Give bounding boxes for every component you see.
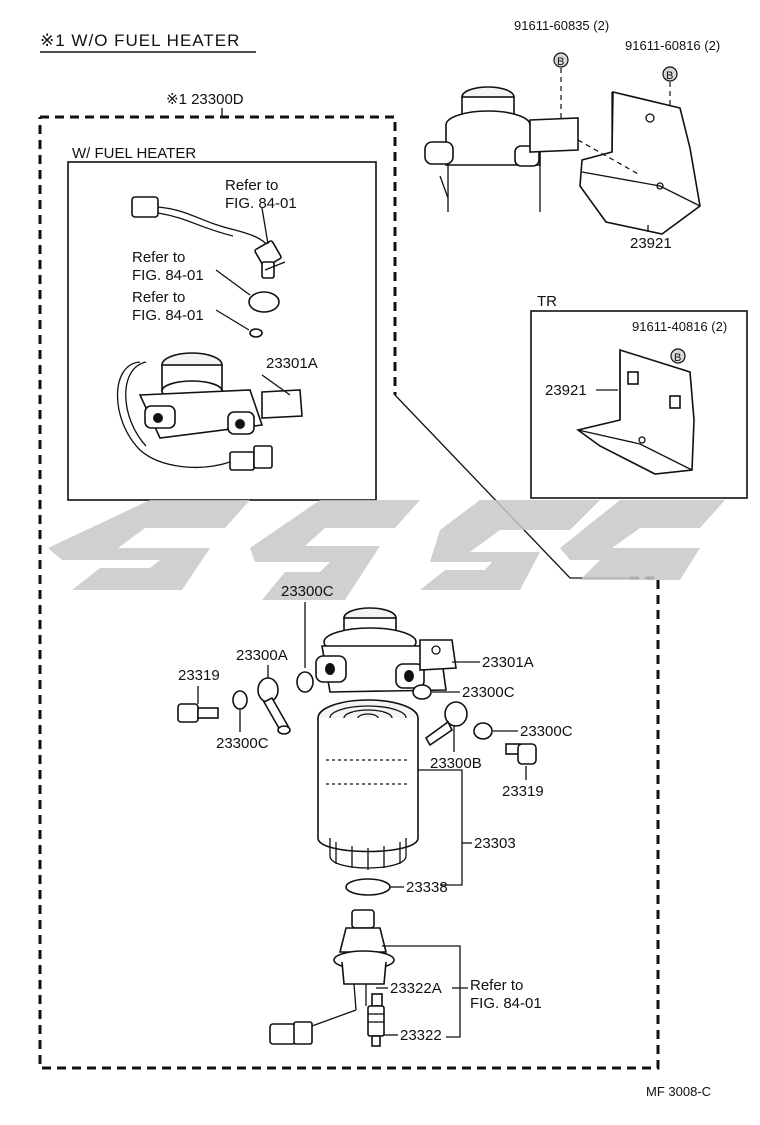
label-23300C-right1: 23300C [462, 684, 515, 701]
fuel-heater-box-title: W/ FUEL HEATER [72, 145, 196, 162]
refer-note-3-line1: Refer to [132, 289, 185, 306]
leader-23303-bracket [418, 769, 463, 886]
bolt-23319-left-drawing [177, 703, 219, 723]
label-23300C-left: 23300C [216, 735, 269, 752]
top-filter-head-drawing [424, 86, 579, 212]
label-23300A: 23300A [236, 647, 288, 664]
refer-note-2-line1: Refer to [132, 249, 185, 266]
tr-bolt-label: 91611-40816 (2) [632, 319, 727, 334]
washer-23300C-right1 [412, 684, 432, 700]
bolt-23319-right-drawing [505, 743, 537, 765]
callout-b-marker-1: B [553, 52, 569, 68]
refer-note-1-line1: Refer to [225, 177, 278, 194]
fuel-filter-23303-drawing [317, 699, 419, 870]
drain-sensor-23322A-drawing [269, 909, 395, 1045]
leader-drain-bracket [382, 945, 461, 1038]
heater-refer-leaders [215, 269, 251, 331]
top-bracket-drawing [577, 90, 701, 235]
refer-bottom-line2: FIG. 84-01 [470, 995, 542, 1012]
heater-o-ring-large [248, 291, 280, 313]
tr-box-title: TR [537, 293, 557, 310]
label-23301A: 23301A [482, 654, 534, 671]
label-23322: 23322 [400, 1027, 442, 1044]
main-filter-head-drawing [315, 607, 457, 693]
assembly-ref-label: ※1 23300D [166, 91, 244, 108]
refer-note-1-line2: FIG. 84-01 [225, 195, 297, 212]
washer-23300C-left [232, 690, 248, 710]
figure-code: MF 3008-C [646, 1084, 711, 1099]
banjo-23300B-drawing [424, 701, 468, 747]
label-23300C-right2: 23300C [520, 723, 573, 740]
fuel-heater-box [67, 161, 377, 501]
callout-b-1-text: B [557, 56, 564, 68]
watermark-logo [48, 500, 725, 600]
callout-b-marker-2: B [662, 66, 678, 82]
tr-box [530, 310, 748, 499]
refer-bottom-line1: Refer to [470, 977, 523, 994]
top-bolt-1-label: 91611-60835 (2) [514, 18, 609, 33]
heater-filter-head-drawing [116, 352, 303, 471]
heater-box-part-23301A: 23301A [266, 355, 318, 372]
tr-bracket-drawing [576, 348, 695, 475]
banjo-23300A-drawing [257, 677, 291, 735]
washer-23300C-right2 [473, 722, 493, 740]
callout-b-3-text: B [674, 352, 681, 364]
tr-bracket-label: 23921 [545, 382, 587, 399]
label-23338: 23338 [406, 879, 448, 896]
heater-sensor-drawing [131, 196, 286, 279]
top-bracket-label: 23921 [630, 235, 672, 252]
top-bolt-2-label: 91611-60816 (2) [625, 38, 720, 53]
o-ring-23338 [345, 878, 391, 896]
label-23303: 23303 [474, 835, 516, 852]
sensor-23322-drawing [367, 993, 385, 1047]
heater-o-ring-small [249, 328, 263, 338]
callout-b-marker-3: B [670, 348, 686, 364]
callout-b-2-text: B [666, 70, 673, 82]
label-23300C-top: 23300C [281, 583, 334, 600]
washer-23300C-top [296, 671, 314, 693]
header-title: ※1 W/O FUEL HEATER [40, 31, 240, 50]
label-23319-left: 23319 [178, 667, 220, 684]
label-23319-right: 23319 [502, 783, 544, 800]
refer-note-3-line2: FIG. 84-01 [132, 307, 204, 324]
label-23300B: 23300B [430, 755, 482, 772]
label-23322A: 23322A [390, 980, 442, 997]
refer-note-2-line2: FIG. 84-01 [132, 267, 204, 284]
